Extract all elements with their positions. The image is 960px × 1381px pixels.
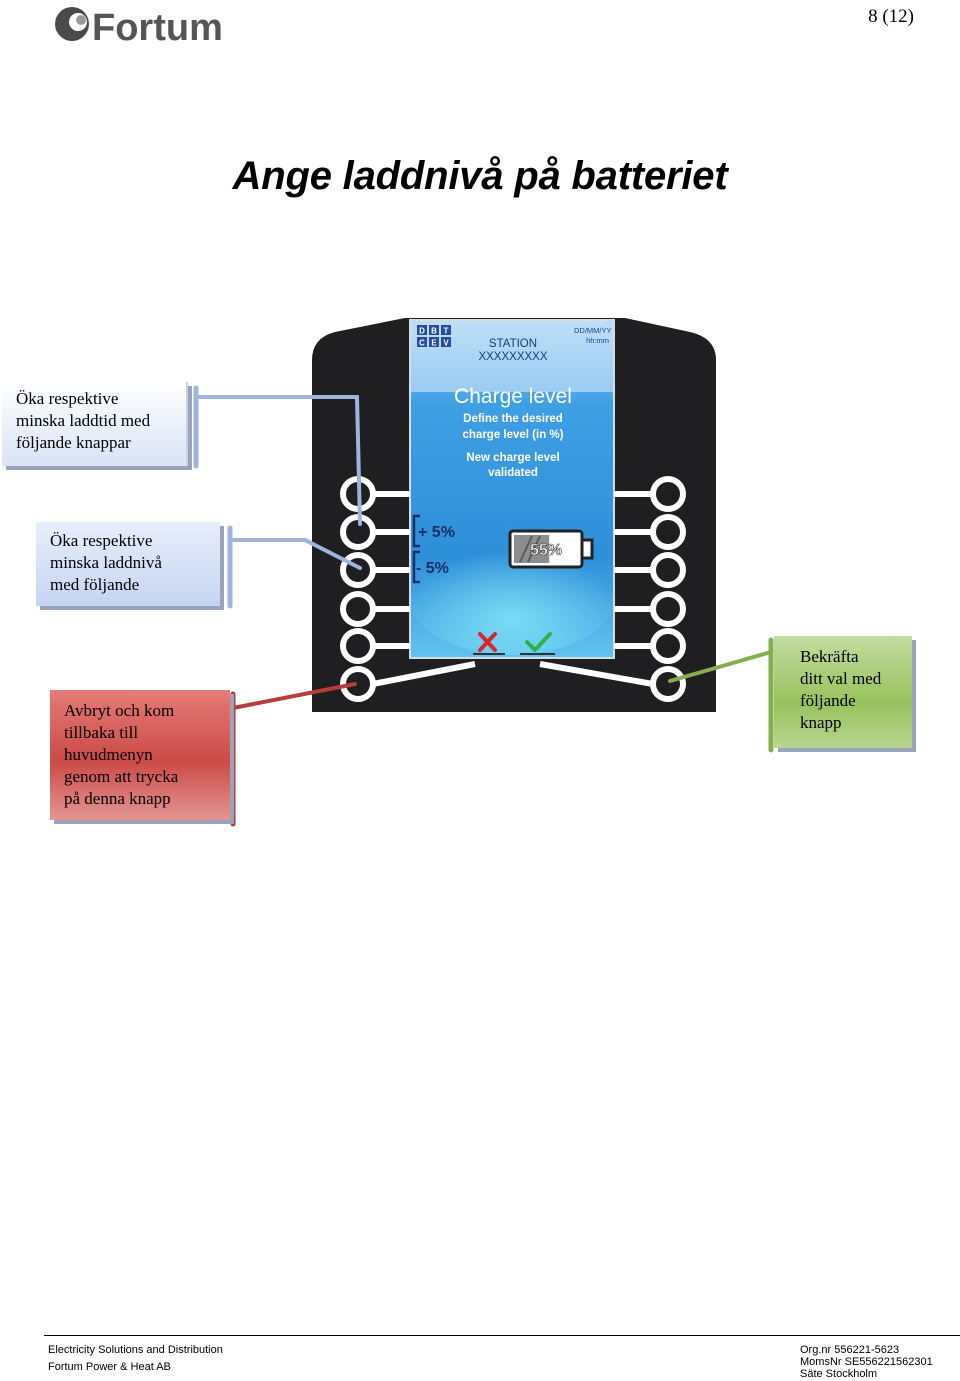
screen-heading: Charge level [454, 385, 572, 408]
logo-letter: B [431, 327, 437, 336]
logo-letter: V [443, 339, 449, 348]
callout-line: Öka respektive [50, 531, 153, 550]
logo-letter: C [419, 339, 425, 348]
callout-line: knapp [800, 713, 842, 732]
callout-connectors [193, 385, 774, 827]
footer-org-nr: Org.nr 556221-5623 [800, 1344, 900, 1356]
callout-line: minska laddtid med [16, 411, 151, 430]
callout-line: följande [800, 691, 856, 710]
footer-registration: Org.nr 556221-5623 MomsNr SE556221562301… [800, 1344, 933, 1380]
callout-line: Öka respektive [16, 389, 119, 408]
footer-division: Electricity Solutions and Distribution [48, 1344, 223, 1356]
screen-time: hh:mm [586, 336, 609, 345]
callout-line: med följande [50, 575, 140, 594]
screen-date: DD/MM/YY [574, 326, 612, 335]
logo-text: Fortum [92, 7, 223, 48]
station-label: STATION [489, 338, 537, 350]
callout-line: minska laddnivå [50, 553, 162, 572]
dbt-cev-logo: D B T C E V [417, 325, 451, 348]
page-title: Ange laddnivå på batteriet [232, 154, 728, 198]
callout-line: Bekräfta [800, 647, 859, 666]
left-buttons [340, 476, 476, 702]
screen-instruction: charge level (in %) [463, 429, 564, 441]
screen-status: New charge level [466, 452, 559, 464]
battery-icon: 55% [508, 529, 594, 569]
logo-letter: E [431, 339, 437, 348]
screen-instruction: Define the desired [463, 413, 563, 425]
right-buttons [539, 476, 686, 702]
logo-letter: T [444, 327, 449, 336]
callout-cancel: Avbryt och kom tillbaka till huvudmenyn … [50, 690, 230, 820]
callout-line: Avbryt och kom [64, 701, 175, 720]
callout-line: huvudmenyn [64, 745, 153, 764]
battery-fill [514, 535, 550, 563]
charger-device: D B T C E V DD/MM/YY hh:mm STATION XXXXX… [193, 318, 774, 827]
fortum-logo: Fortum [55, 7, 223, 48]
cancel-icon [478, 632, 497, 652]
callout-line: tillbaka till [64, 723, 139, 742]
callout-line: genom att trycka [64, 767, 179, 786]
callout-line: på denna knapp [64, 789, 171, 808]
minus-five-label: - 5% [416, 560, 449, 577]
callout-line: ditt val med [800, 669, 882, 688]
plus-five-label: + 5% [418, 524, 455, 541]
screen: D B T C E V DD/MM/YY hh:mm STATION XXXXX… [402, 319, 622, 659]
callout-adjust-level: Öka respektive minska laddnivå med följa… [36, 522, 220, 606]
page-number: 8 (12) [868, 6, 914, 27]
footer-seat: Säte Stockholm [800, 1368, 878, 1380]
footer-company: Fortum Power & Heat AB [48, 1361, 171, 1373]
callout-adjust-time: Öka respektive minska laddtid med följan… [2, 382, 188, 466]
callout-confirm: Bekräfta ditt val med följande knapp [774, 636, 912, 748]
footer-vat-nr: MomsNr SE556221562301 [800, 1356, 933, 1368]
check-icon [525, 632, 552, 652]
station-id: XXXXXXXXX [478, 351, 547, 363]
footer-divider [44, 1335, 960, 1336]
battery-level-label: 55% [530, 542, 562, 559]
logo-letter: D [419, 327, 425, 336]
screen-status: validated [488, 467, 538, 479]
callout-line: följande knappar [16, 433, 131, 452]
